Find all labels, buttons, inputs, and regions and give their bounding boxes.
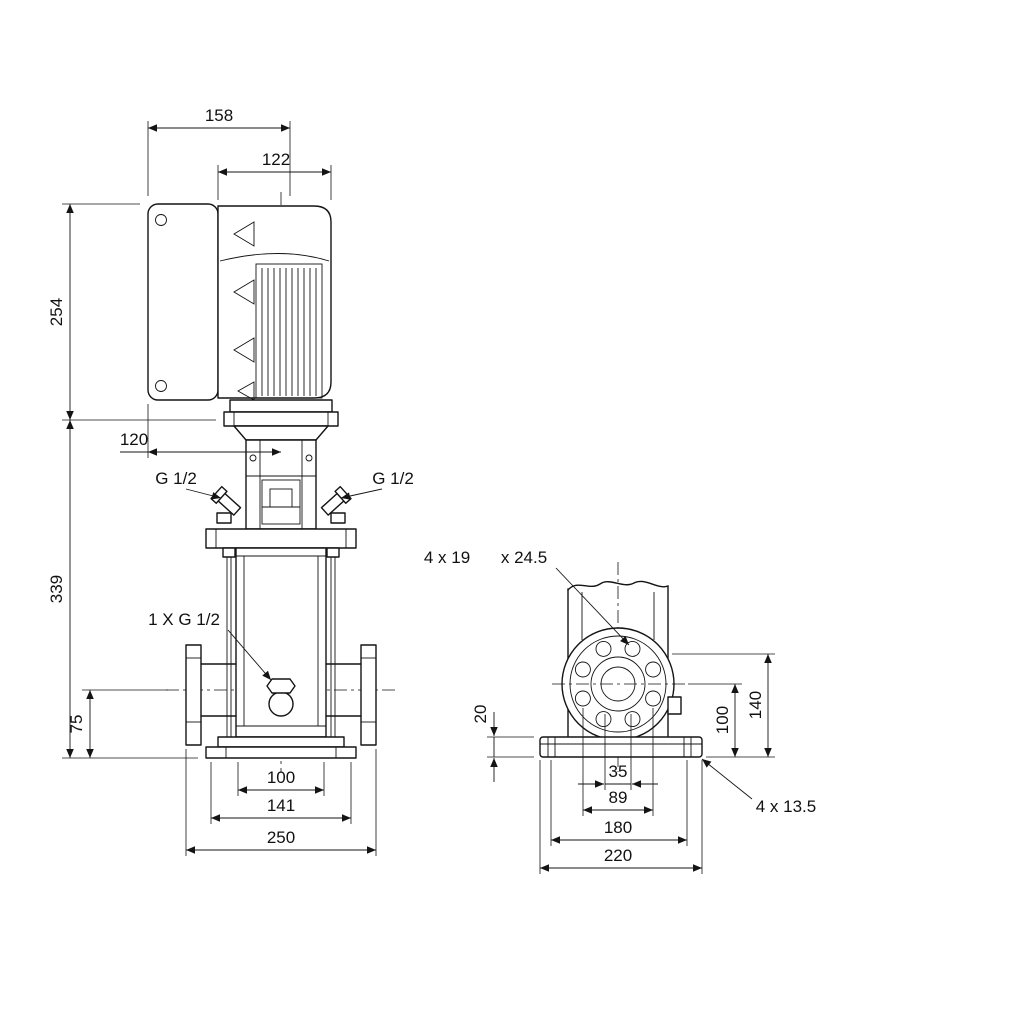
mounting-flange: [552, 627, 686, 741]
dim-span-141-label: 141: [267, 796, 295, 815]
base-foot-plate: [205, 746, 357, 759]
adapter-plate: [229, 399, 333, 413]
dim-motor-width-label: 122: [262, 150, 290, 169]
motor: [147, 203, 332, 401]
head-plate: [205, 528, 357, 549]
dim-base-width-label: 250: [267, 828, 295, 847]
fan-cover-line: [219, 253, 330, 262]
base-upper-plate: [217, 736, 345, 748]
terminal-box-screw: [155, 214, 167, 226]
flange-holes-callout: 4 x 19: [424, 548, 470, 567]
dim-overall-width-label: 158: [205, 106, 233, 125]
fin-block: [255, 263, 323, 399]
coupling-lantern: [245, 439, 317, 530]
flange-right: [360, 644, 377, 746]
dim-base-length-label: 220: [604, 846, 632, 865]
cooling-fins: [261, 268, 317, 396]
side-dimensions: 4 x 19 x 24.5 100 140 20: [424, 548, 816, 874]
dim-span-100-label: 100: [267, 768, 295, 787]
base-hole-callout: 4 x 13.5: [756, 797, 817, 816]
dim-center-height-label: 100: [713, 706, 732, 734]
front-view: 158 122 254 339 120 75 G 1/2: [47, 106, 414, 856]
drain-boss: [268, 691, 294, 717]
dim-box-depth-label: 120: [120, 430, 148, 449]
pump-head-flange: [205, 528, 357, 549]
flange-left: [185, 644, 202, 746]
stay-bolt-nut: [326, 547, 340, 558]
terminal-box: [147, 203, 219, 401]
dim-flange-height-label: 140: [746, 691, 765, 719]
suction-discharge-flanges: [185, 644, 377, 746]
coupling-window: [261, 479, 301, 525]
pump-base: [205, 736, 357, 759]
drain-port: [266, 678, 296, 717]
flange-holes-callout-2: x 24.5: [501, 548, 547, 567]
side-view: 4 x 19 x 24.5 100 140 20: [424, 548, 816, 874]
adapter-taper: [233, 425, 329, 441]
terminal-box-screw: [155, 380, 167, 392]
dim-hole-span-label: 89: [609, 788, 628, 807]
lantern-screw: [305, 454, 313, 462]
side-nut-left: [216, 512, 232, 524]
dim-motor-height-label: 254: [47, 298, 66, 326]
lantern-body: [245, 439, 317, 530]
flange-hub: [590, 656, 646, 712]
base-plate-body: [539, 736, 703, 758]
dim-base-hole-span-label: 180: [604, 818, 632, 837]
side-nut-right: [330, 512, 346, 524]
dim-pump-height-label: 339: [47, 575, 66, 603]
flange-tab: [667, 696, 682, 715]
front-dimensions: 158 122 254 339 120 75 G 1/2: [47, 106, 414, 856]
port-label-right: G 1/2: [372, 469, 414, 488]
side-fins: [233, 221, 255, 401]
motor-flange: [223, 399, 339, 441]
drain-plug-hex: [266, 678, 296, 694]
flange-bolt-holes: [574, 640, 662, 728]
base-plate: [539, 736, 703, 758]
stay-bolts: [222, 547, 340, 737]
drain-port-label: 1 X G 1/2: [148, 610, 220, 629]
dim-port-bore-label: 35: [609, 762, 628, 781]
break-line: [567, 580, 669, 591]
port-label-left: G 1/2: [155, 469, 197, 488]
stay-bolt-nut: [222, 547, 236, 558]
motor-stool-flange: [223, 411, 339, 427]
dim-port-height-label: 75: [67, 715, 86, 734]
dim-base-thickness-label: 20: [471, 705, 490, 724]
